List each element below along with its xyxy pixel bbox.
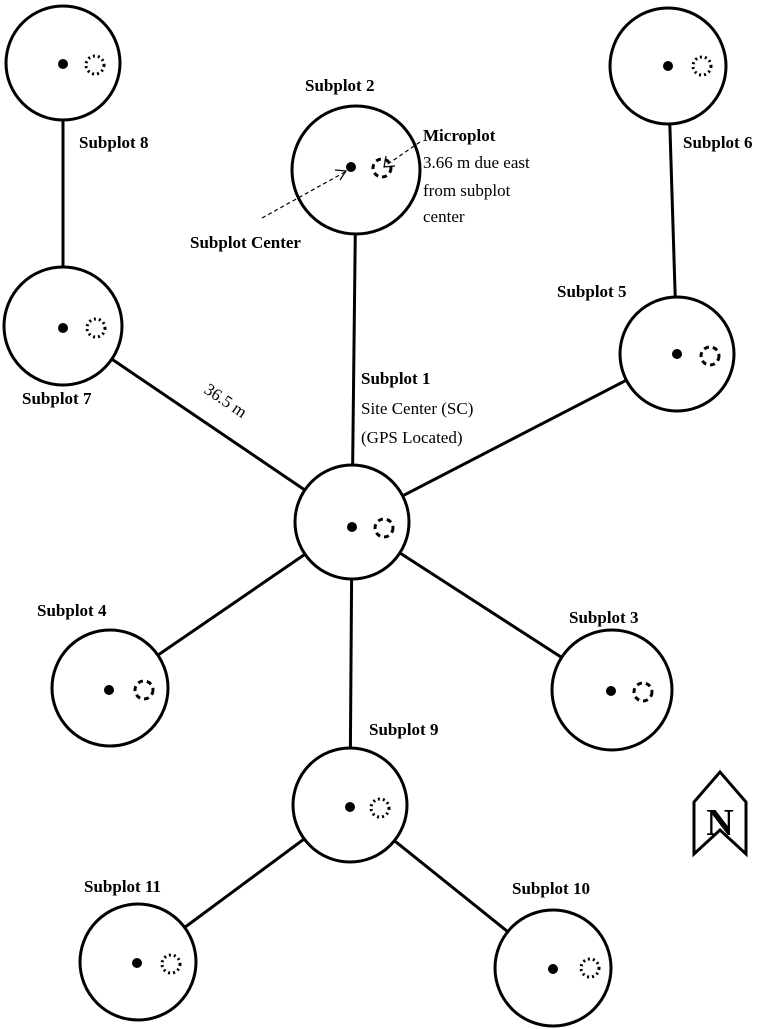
subplot-center-callout-line bbox=[261, 171, 346, 219]
subplot-11-microplot-marker bbox=[160, 953, 182, 975]
distance-label: 36.5 m bbox=[201, 380, 251, 422]
subplot-2 bbox=[290, 104, 422, 236]
subplot-6-center-dot bbox=[663, 61, 673, 71]
subplot-center-label: Subplot Center bbox=[190, 233, 301, 252]
subplot-1-microplot-marker bbox=[373, 517, 395, 539]
subplot-6 bbox=[608, 6, 728, 126]
subplot-1-center-dot bbox=[347, 522, 357, 532]
subplot-5-center-dot bbox=[672, 349, 682, 359]
subplot-label-1: Subplot 1 bbox=[361, 369, 430, 388]
subplot-7-center-dot bbox=[58, 323, 68, 333]
subplot-center-arrowhead bbox=[334, 169, 348, 181]
subplot-8-microplot-marker bbox=[84, 54, 106, 76]
subplot-label-7: Subplot 7 bbox=[22, 389, 92, 408]
subplot-label-9: Subplot 9 bbox=[369, 720, 438, 739]
subplot-10-microplot-marker bbox=[579, 957, 601, 979]
subplot-4-center-dot bbox=[104, 685, 114, 695]
subplot-5 bbox=[618, 295, 736, 413]
subplot-label-11: Subplot 11 bbox=[84, 877, 161, 896]
subplot-9-microplot-marker bbox=[369, 797, 391, 819]
subplot-7-microplot-marker bbox=[85, 317, 107, 339]
subplot-1 bbox=[293, 463, 411, 581]
microplot-line1: 3.66 m due east bbox=[423, 153, 530, 172]
north-arrow: N bbox=[692, 769, 748, 858]
subplot-label-4: Subplot 4 bbox=[37, 601, 107, 620]
subplot-label-3: Subplot 3 bbox=[569, 608, 638, 627]
microplot-arrowhead bbox=[383, 155, 396, 168]
subplot-2-microplot-marker bbox=[371, 157, 393, 179]
subplot-8-center-dot bbox=[58, 59, 68, 69]
subplot-label-6: Subplot 6 bbox=[683, 133, 752, 152]
subplot-10 bbox=[493, 908, 613, 1028]
subplot-label-10: Subplot 10 bbox=[512, 879, 590, 898]
subplot-9-center-dot bbox=[345, 802, 355, 812]
subplot-10-center-dot bbox=[548, 964, 558, 974]
subplot-2-circle bbox=[290, 104, 422, 236]
north-arrow-icon bbox=[692, 769, 748, 858]
north-label: N bbox=[706, 802, 733, 844]
subplot-label-2: Subplot 2 bbox=[305, 76, 374, 95]
subplot-label-8: Subplot 8 bbox=[79, 133, 148, 152]
subplot-2-center-dot bbox=[346, 162, 356, 172]
microplot-callout-line bbox=[384, 141, 421, 167]
site-center-line2: (GPS Located) bbox=[361, 428, 463, 447]
subplot-11 bbox=[78, 902, 198, 1022]
line-1-5 bbox=[351, 352, 678, 524]
subplot-label-5: Subplot 5 bbox=[557, 282, 626, 301]
subplot-11-center-dot bbox=[132, 958, 142, 968]
microplot-line3: center bbox=[423, 207, 465, 226]
subplot-9 bbox=[291, 746, 409, 864]
subplot-4-microplot-marker bbox=[133, 679, 155, 701]
subplot-7 bbox=[2, 265, 124, 387]
subplot-6-microplot-marker bbox=[691, 55, 713, 77]
site-center-line1: Site Center (SC) bbox=[361, 399, 473, 418]
subplot-8 bbox=[4, 4, 122, 122]
subplot-4 bbox=[50, 628, 170, 748]
callout-arrows bbox=[261, 141, 421, 219]
subplot-3-center-dot bbox=[606, 686, 616, 696]
subplot-3-microplot-marker bbox=[632, 681, 654, 703]
microplot-title: Microplot bbox=[423, 126, 496, 145]
subplot-5-microplot-marker bbox=[699, 345, 721, 367]
microplot-line2: from subplot bbox=[423, 181, 511, 200]
subplot-3 bbox=[550, 628, 674, 752]
